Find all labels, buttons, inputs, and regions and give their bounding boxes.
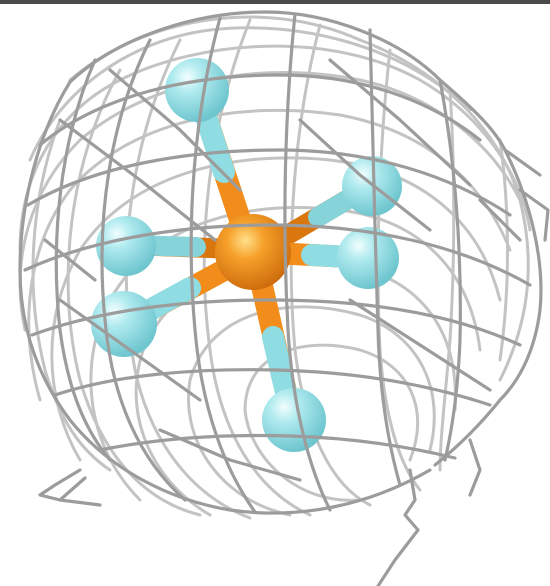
density-mesh-front — [18, 10, 550, 586]
central-atom[interactable] — [215, 214, 291, 290]
ligand-atom-left[interactable] — [96, 216, 156, 276]
ligand-atom-right[interactable] — [337, 227, 399, 289]
top-border — [0, 0, 550, 4]
ligand-atom-top[interactable] — [165, 58, 229, 122]
